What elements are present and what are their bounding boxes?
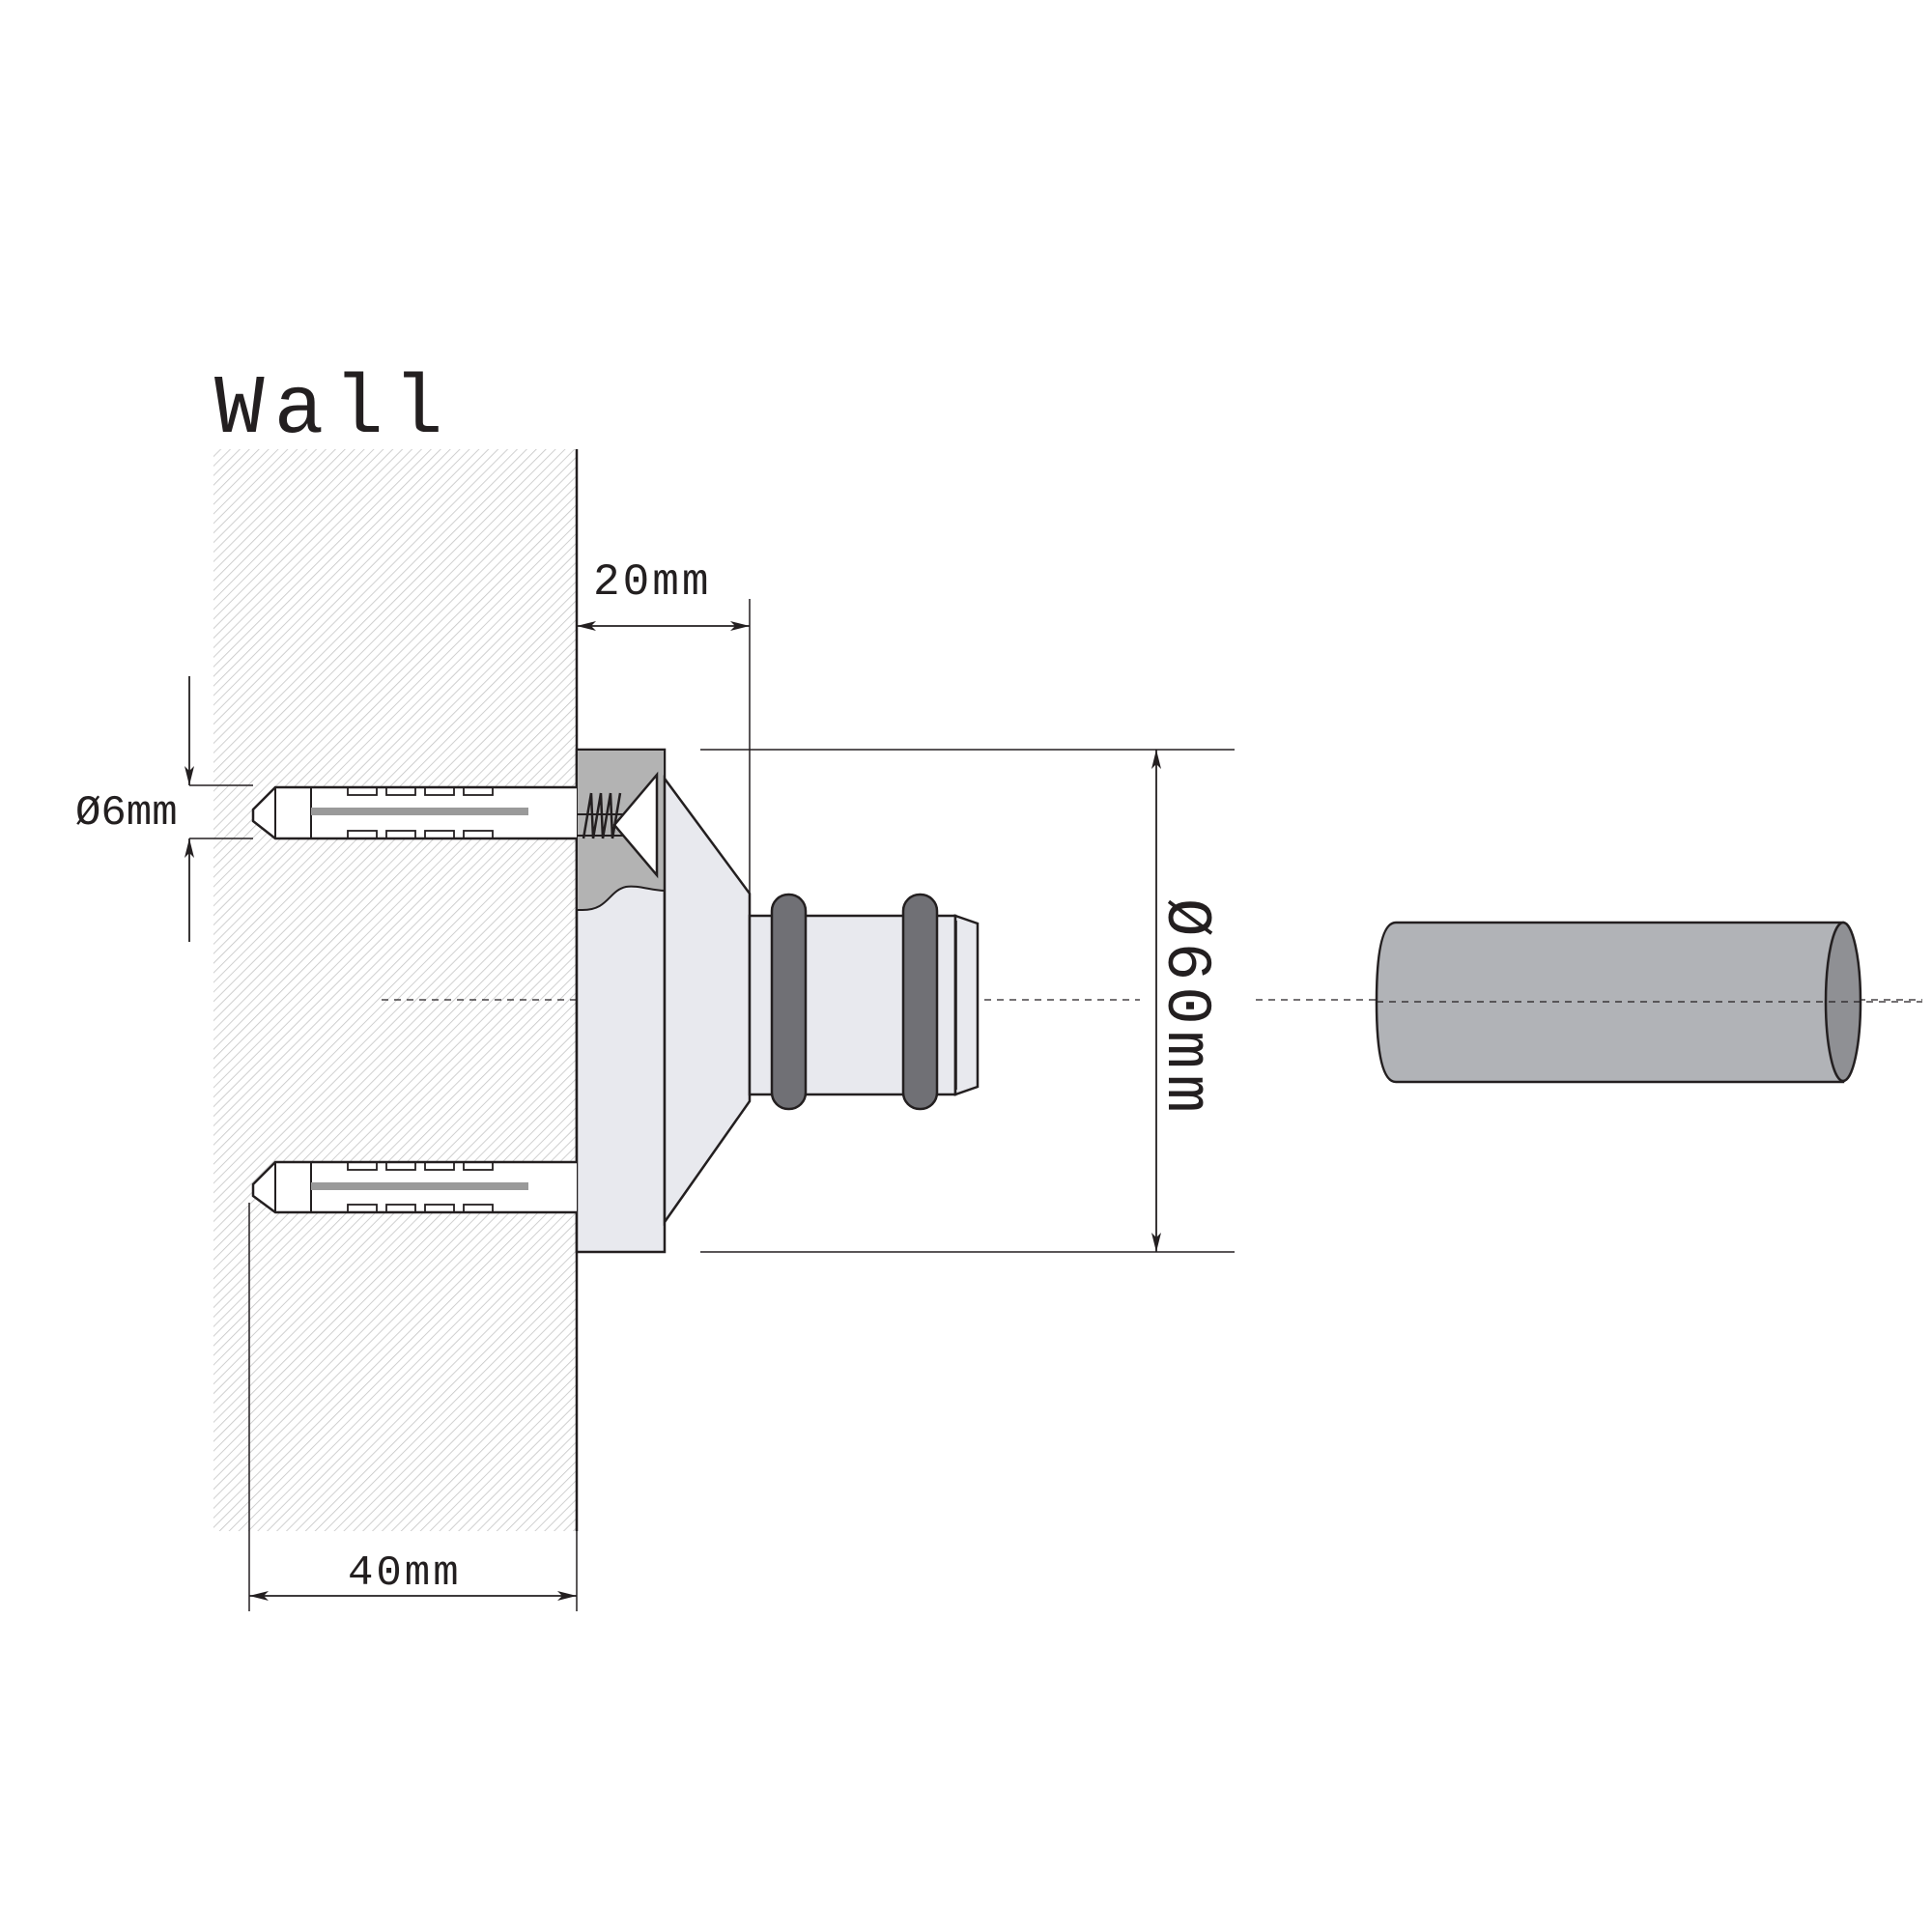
dimension-offset-label: 20mm: [593, 557, 711, 608]
dimension-anchor-depth-label: 40mm: [348, 1549, 462, 1598]
wall-hatch: [213, 449, 577, 1531]
wall-label: Wall: [214, 362, 452, 457]
dimension-anchor-depth: [248, 1203, 578, 1611]
wall: [213, 449, 579, 1531]
spring: [582, 792, 622, 839]
dimension-anchor-diameter: [185, 676, 253, 942]
dimension-offset: [577, 599, 751, 894]
bar-body: [1375, 921, 1845, 1084]
dimension-mount-diameter: [700, 749, 1235, 1253]
screw: [577, 771, 659, 879]
wall-anchor-top: [251, 785, 577, 840]
stem-tip: [953, 914, 980, 1096]
o-ring-inner: [770, 893, 808, 1111]
o-ring-outer: [901, 893, 939, 1111]
mounting-base: [575, 748, 980, 1254]
base-cone: [663, 775, 752, 1226]
screw-head: [612, 771, 659, 879]
dimension-anchor-diameter-label: Ø6mm: [75, 789, 178, 838]
bar: [1375, 921, 1922, 1084]
dimension-mount-diameter-label: Ø60mm: [1150, 898, 1222, 1119]
wall-anchor-bottom: [251, 1160, 577, 1214]
